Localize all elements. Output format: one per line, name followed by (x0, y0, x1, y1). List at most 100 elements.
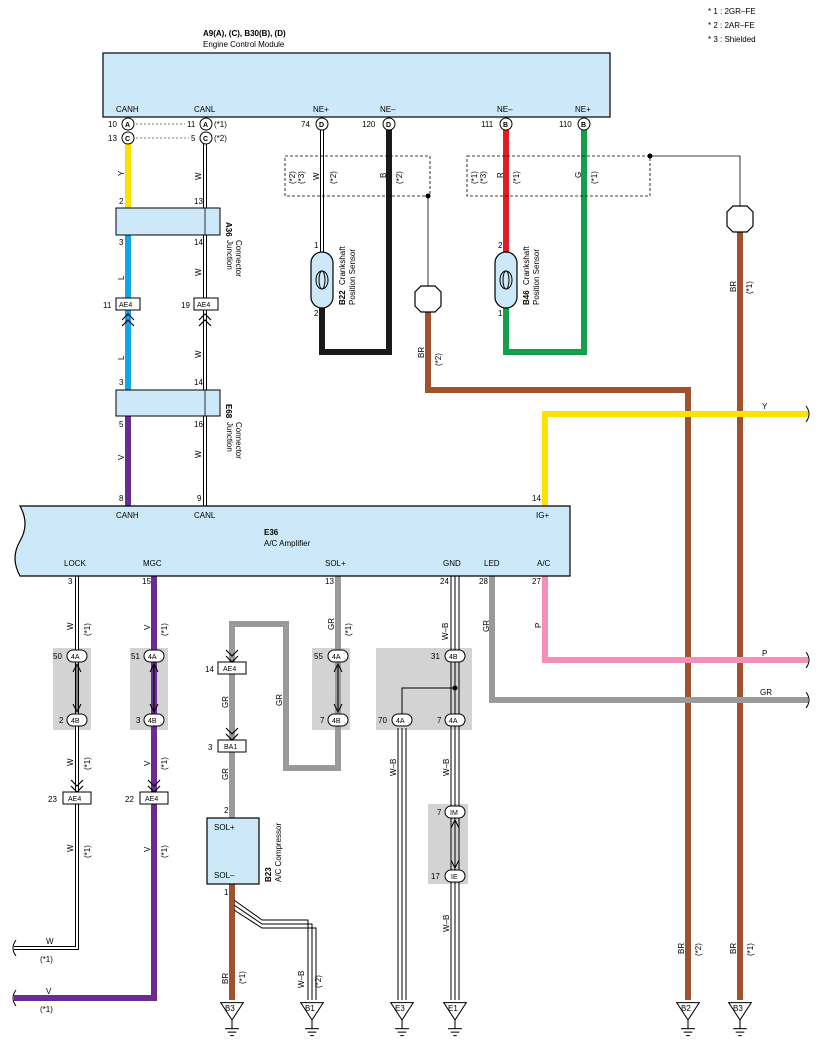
ecm-num-111: 111 (481, 120, 494, 129)
svg-text:(*1): (*1) (83, 845, 92, 858)
svg-text:4A: 4A (148, 654, 157, 661)
svg-text:A/C Compressor: A/C Compressor (274, 823, 283, 882)
svg-text:70: 70 (378, 716, 387, 725)
a36-pin-13: 13 (194, 197, 203, 206)
wire-ne-plus-b (503, 130, 587, 355)
svg-text:(*2): (*2) (694, 943, 703, 956)
wire-gnd-wb (397, 576, 460, 1000)
svg-text:Connector: Connector (234, 422, 243, 459)
svg-text:BR: BR (677, 943, 686, 954)
shield-box-b (466, 155, 651, 197)
svg-text:(*1): (*1) (512, 171, 521, 184)
svg-text:7: 7 (437, 808, 442, 817)
ground-label-b3-right: B3 (733, 1004, 743, 1013)
svg-text:W: W (66, 622, 75, 630)
svg-text:(*2): (*2) (434, 353, 443, 366)
svg-text:B22: B22 (338, 290, 347, 305)
svg-text:4B: 4B (332, 718, 341, 725)
amp-num-24: 24 (440, 577, 449, 586)
legend-line-1: * 1 : 2GR–FE (708, 7, 756, 16)
svg-text:Y: Y (117, 170, 126, 176)
svg-text:Junction: Junction (225, 422, 234, 452)
svg-text:17: 17 (431, 872, 440, 881)
svg-text:W: W (194, 268, 203, 276)
svg-text:V: V (117, 454, 126, 460)
svg-text:B23: B23 (264, 867, 273, 882)
svg-text:R: R (496, 172, 505, 178)
amp-pin-lock: LOCK (64, 559, 86, 568)
svg-text:W–B: W–B (442, 759, 451, 776)
svg-text:(*1): (*1) (746, 943, 755, 956)
ecm-pin-nem-b: NE– (497, 105, 513, 114)
ecm-num-120: 120 (362, 120, 376, 129)
wire-mgc-violet (14, 576, 157, 1001)
wire-ne-minus-d (319, 130, 392, 355)
amp-pin-ac: A/C (537, 559, 551, 568)
svg-text:W: W (194, 450, 203, 458)
svg-text:50: 50 (53, 652, 62, 661)
conn-d-2: D (386, 122, 391, 129)
inline-pill-labels: 4A 4B 4A 4B 4A 4B 4B 4A 4A IM IE (71, 654, 458, 881)
svg-text:4A: 4A (71, 654, 80, 661)
svg-text:7: 7 (437, 716, 442, 725)
svg-text:G: G (574, 172, 583, 178)
ecm-num-110: 110 (559, 120, 572, 129)
svg-text:W–B: W–B (442, 915, 451, 932)
legend-line-2: * 2 : 2AR–FE (708, 21, 755, 30)
wire-ends-right (805, 405, 810, 709)
svg-text:2: 2 (59, 716, 64, 725)
svg-text:E68: E68 (224, 404, 233, 419)
label-ac-p: P (762, 649, 767, 658)
amp-num-27: 27 (532, 577, 541, 586)
shield-box-d (284, 155, 431, 197)
conn-c-1: C (125, 136, 130, 143)
sensor-b46 (494, 251, 518, 309)
inline-ae4-11 (115, 297, 141, 311)
svg-text:IE: IE (451, 874, 458, 881)
b22-pin-1: 1 (314, 241, 319, 250)
sensor-b22 (310, 251, 334, 309)
chevrons-upper (121, 313, 212, 327)
inline-pill-nums: 50 51 55 31 2 3 7 70 7 7 17 (53, 652, 442, 881)
wire-notes-upper: (*3) (*2) (*2) (*2) (*3) (*1) (*1) (*1) … (288, 171, 754, 366)
amp-num-9: 9 (197, 494, 202, 503)
e68-pin-16: 16 (194, 420, 203, 429)
ecm-subtitle: Engine Control Module (203, 40, 285, 49)
svg-text:(*2): (*2) (329, 171, 338, 184)
compressor-label: B23 A/C Compressor (264, 823, 283, 882)
compressor-pin-2: 2 (224, 806, 229, 815)
ecm-note-1: (*1) (214, 120, 227, 129)
amp-pin-canl: CANL (194, 511, 216, 520)
ecm-note-2: (*2) (214, 134, 227, 143)
conn-b-1: B (503, 122, 508, 129)
ecm-num-13: 13 (108, 134, 117, 143)
svg-text:3: 3 (136, 716, 141, 725)
svg-text:Position Sensor: Position Sensor (532, 249, 541, 305)
svg-text:7: 7 (320, 716, 325, 725)
svg-text:W–B: W–B (441, 623, 450, 640)
ae4-num-23: 23 (48, 795, 57, 804)
legend-line-3: * 3 : Shielded (708, 35, 756, 44)
ecm-pin-canh: CANH (116, 105, 139, 114)
compressor-solp: SOL+ (214, 823, 235, 832)
ecm-num-5: 5 (191, 134, 196, 143)
svg-text:(*1): (*1) (160, 845, 169, 858)
wire-shield-br-2 (425, 312, 691, 1000)
ground-label-b2: B2 (681, 1004, 691, 1013)
inline-ae4-19 (193, 297, 219, 311)
ground-label-e3: E3 (395, 1004, 405, 1013)
svg-text:4A: 4A (449, 718, 458, 725)
ecm-num-74: 74 (301, 120, 310, 129)
amp-num-14: 14 (532, 494, 541, 503)
ground-label-e1: E1 (448, 1004, 458, 1013)
svg-text:(*2): (*2) (314, 975, 323, 988)
svg-text:BR: BR (417, 347, 426, 358)
wire-ig-yellow (542, 411, 808, 506)
svg-text:4B: 4B (148, 718, 157, 725)
amp-pin-led: LED (484, 559, 500, 568)
svg-text:GR: GR (221, 768, 230, 780)
svg-text:V: V (143, 624, 152, 630)
svg-text:W: W (66, 758, 75, 766)
label-lock-w: W (46, 937, 54, 946)
